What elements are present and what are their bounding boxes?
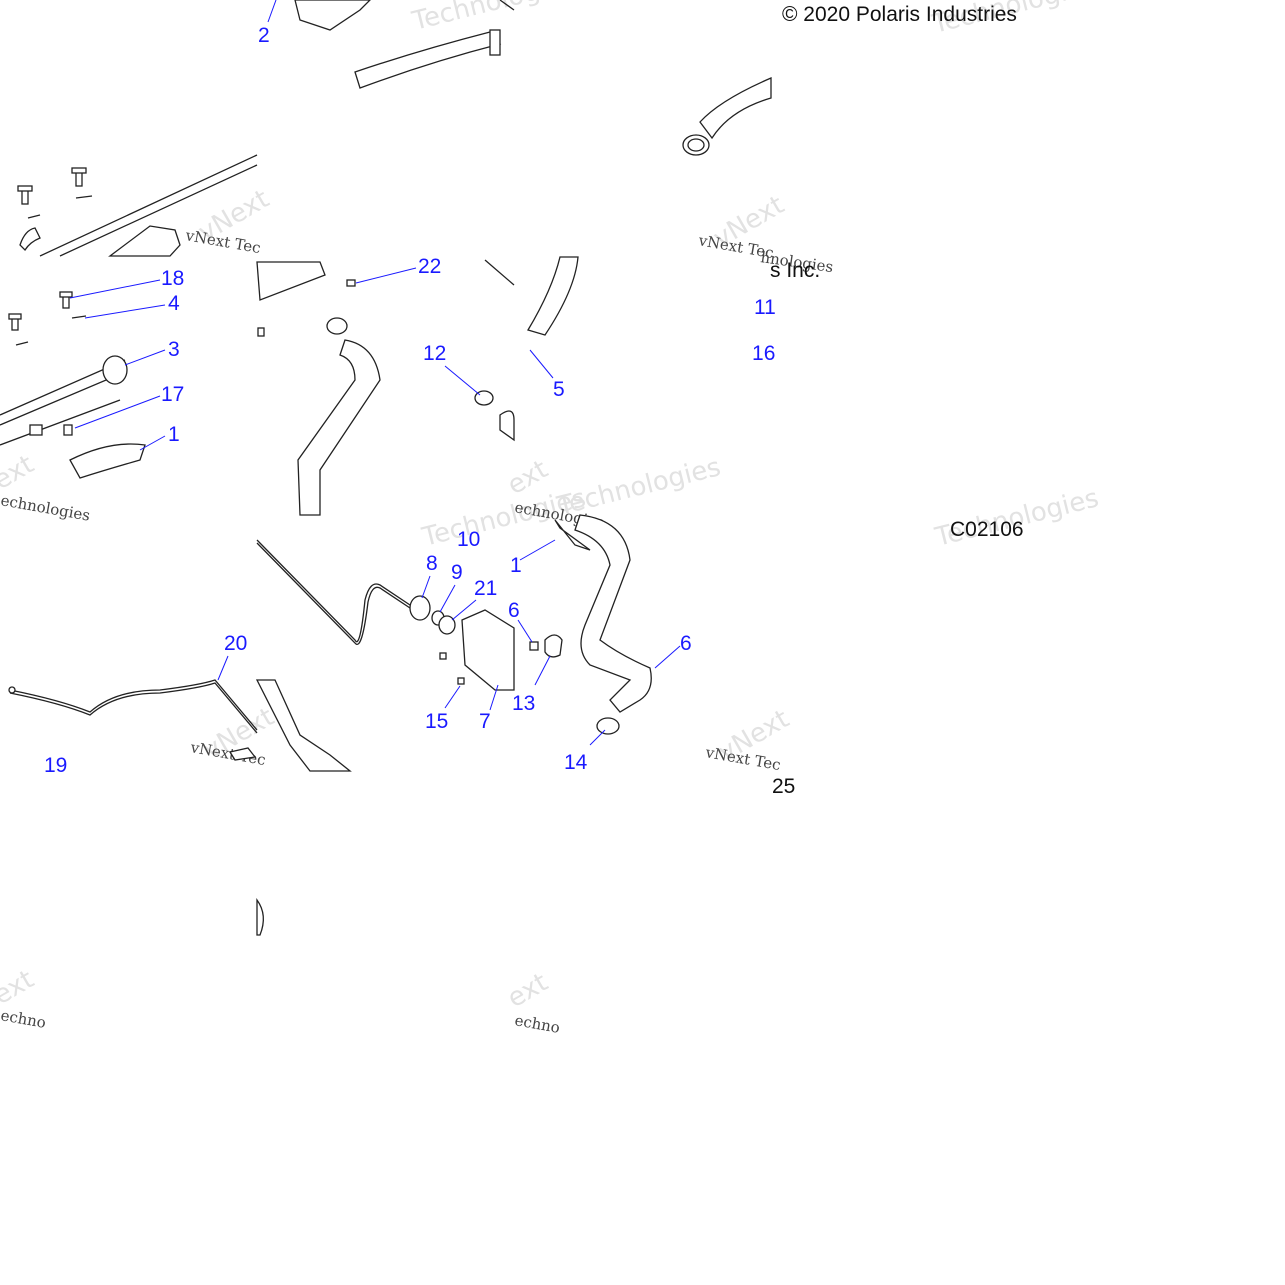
callout-11: 1 [510, 554, 522, 577]
callout-16-edge: 16 [752, 342, 775, 365]
callout-9: 9 [451, 561, 463, 584]
callout-14: 14 [564, 751, 588, 774]
page-reference: 25 [772, 775, 795, 798]
watermark-echno-left: echno [0, 1006, 47, 1032]
hose-upper-right [682, 77, 772, 156]
lower-hose-right [529, 514, 652, 735]
callout-21: 21 [474, 577, 497, 600]
radiator-frame-top [19, 154, 258, 257]
callout-3: 3 [168, 338, 180, 361]
clamp-fragment [256, 898, 264, 936]
watermark-ext-left: ext [0, 450, 39, 497]
reservoir-assembly [255, 539, 515, 772]
callout-17: 17 [161, 383, 184, 406]
copyright-fragment: s Inc. [770, 259, 820, 282]
callout-15: 15 [425, 710, 448, 733]
watermarks-dark: vNext Tec vNext Tec hnologies echnologie… [0, 226, 834, 1037]
callout-22: 22 [418, 255, 441, 278]
hose-right-section [499, 256, 579, 442]
callout-13: 13 [512, 692, 535, 715]
watermark-ext-bottom-left: ext [0, 965, 39, 1012]
radiator-upper-hose [294, 0, 515, 89]
lower-hose-center [256, 259, 515, 516]
callout-4: 4 [168, 292, 180, 315]
callout-20: 20 [224, 632, 247, 655]
callout-18: 18 [161, 267, 184, 290]
overflow-tube-left [8, 679, 258, 761]
watermark-echnologies-left: echnologies [0, 491, 91, 524]
copyright-text: © 2020 Polaris Industries [782, 3, 1017, 26]
callout-2: 2 [258, 24, 270, 47]
callout-11-edge: 11 [754, 296, 776, 319]
callout-10: 10 [457, 528, 480, 551]
radiator-frame-mid [0, 291, 146, 479]
watermark-ext-bottom-mid: ext [503, 968, 554, 1015]
callout-6: 6 [680, 632, 692, 655]
callout-8: 8 [426, 552, 438, 575]
drawing-code: C02106 [950, 518, 1024, 541]
callout-12: 12 [423, 342, 446, 365]
callout-19: 19 [44, 754, 67, 777]
callout-5: 5 [553, 378, 565, 401]
watermark-echno-mid: echno [513, 1011, 561, 1037]
callout-7: 7 [479, 710, 491, 733]
callout-16: 6 [508, 599, 520, 622]
callout-1: 1 [168, 423, 180, 446]
bolt-group-upper [17, 167, 93, 219]
